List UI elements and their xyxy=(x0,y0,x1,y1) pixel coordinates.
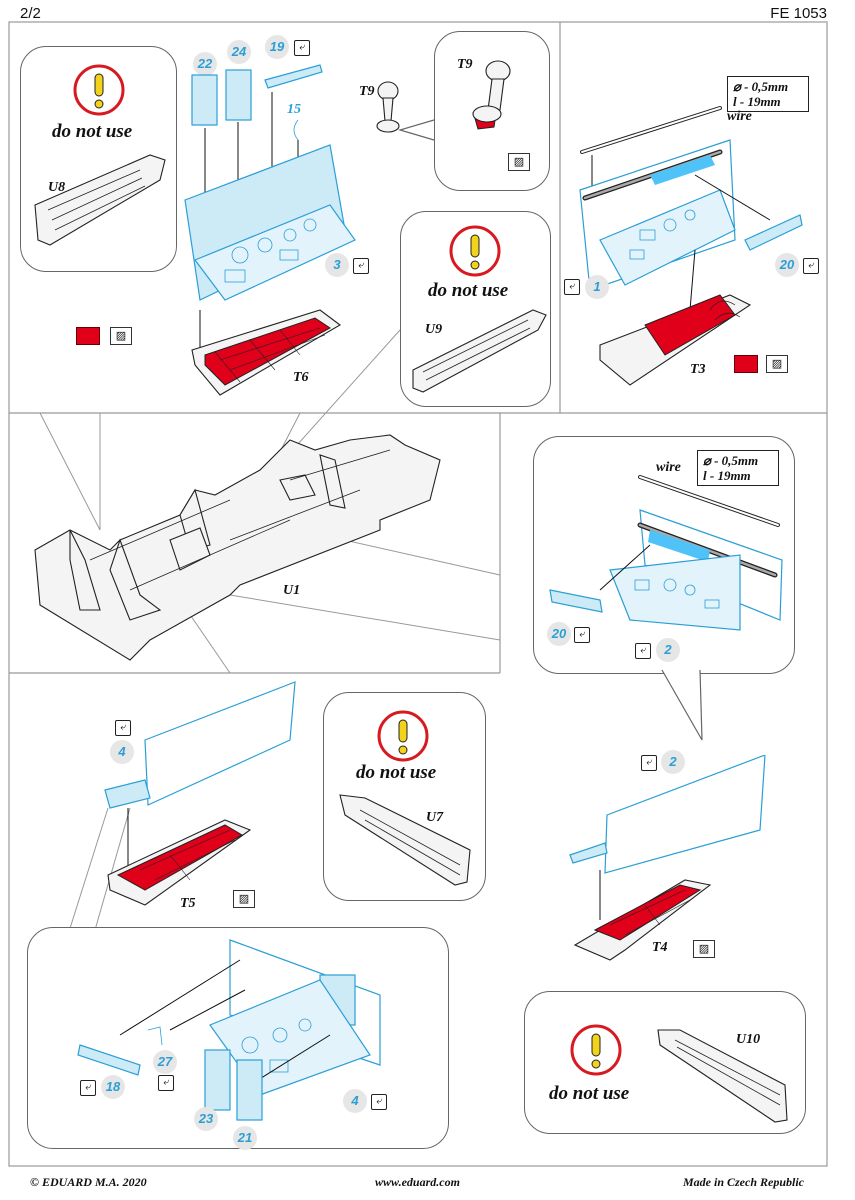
paint-icon: ▨ xyxy=(508,153,530,171)
part-label-t4: T4 xyxy=(652,940,668,955)
part-label-u7: U7 xyxy=(426,810,444,825)
bend-icon: ⤶ xyxy=(564,279,580,295)
panel-t4-drawing xyxy=(569,755,766,961)
part-label-t6: T6 xyxy=(293,370,309,385)
step-18: 18 xyxy=(101,1075,125,1099)
bend-icon: ⤶ xyxy=(353,258,369,274)
step-21: 21 xyxy=(233,1126,257,1150)
product-code: FE 1053 xyxy=(770,5,827,22)
step-20: 20 xyxy=(775,253,799,277)
footer-website[interactable]: www.eduard.com xyxy=(375,1175,460,1189)
bubble-tail xyxy=(661,668,703,741)
step-22: 22 xyxy=(193,52,217,76)
wire-diameter: ⌀ - 0,5mm xyxy=(733,79,789,94)
step-1: 1 xyxy=(585,275,609,299)
part-label-u1: U1 xyxy=(283,583,301,598)
page-number: 2/2 xyxy=(20,5,41,22)
wire-label: wire xyxy=(656,460,681,475)
wire-spec-box: ⌀ - 0,5mm l - 19mm xyxy=(697,450,779,486)
step-24: 24 xyxy=(227,40,251,64)
wire-spec-box: ⌀ - 0,5mm l - 19mm xyxy=(727,76,809,112)
panel-4-pe-drawing xyxy=(77,939,381,1121)
part-label-u8: U8 xyxy=(48,180,66,195)
part-u9-drawing xyxy=(412,309,547,393)
part-t9-detail-drawing xyxy=(472,60,511,130)
bend-icon: ⤶ xyxy=(158,1075,174,1091)
red-color-swatch xyxy=(76,327,100,345)
bend-icon: ⤶ xyxy=(371,1094,387,1110)
bend-icon: ⤶ xyxy=(641,755,657,771)
step-19: 19 xyxy=(265,35,289,59)
step-15-label: 15 xyxy=(287,102,301,117)
part-label-t9: T9 xyxy=(359,84,375,99)
step-20: 20 xyxy=(547,622,571,646)
warning-icon xyxy=(449,225,501,277)
step-3: 3 xyxy=(325,253,349,277)
warning-icon xyxy=(570,1024,622,1076)
warning-icon xyxy=(377,710,429,762)
bend-icon: ⤶ xyxy=(635,643,651,659)
part-u8-drawing xyxy=(34,154,166,246)
footer-copyright: © EDUARD M.A. 2020 xyxy=(30,1175,147,1189)
red-color-swatch xyxy=(734,355,758,373)
wire-length: l - 19mm xyxy=(733,94,781,109)
panel-t4-pe-drawing xyxy=(549,475,783,631)
do-not-use-label: do not use xyxy=(549,1083,630,1104)
part-u7-drawing xyxy=(339,794,471,886)
panel-t5-drawing xyxy=(104,681,296,906)
footer-origin: Made in Czech Republic xyxy=(683,1175,805,1189)
part-label-t3: T3 xyxy=(690,362,706,377)
do-not-use-label: do not use xyxy=(356,762,437,783)
bend-icon: ⤶ xyxy=(294,40,310,56)
part-label-t5: T5 xyxy=(180,896,196,911)
bend-icon: ⤶ xyxy=(574,627,590,643)
step-2: 2 xyxy=(661,750,685,774)
paint-icon: ▨ xyxy=(110,327,132,345)
bend-icon: ⤶ xyxy=(803,258,819,274)
paint-icon: ▨ xyxy=(693,940,715,958)
part-u10-drawing xyxy=(657,1029,788,1123)
step-27: 27 xyxy=(153,1050,177,1074)
do-not-use-label: do not use xyxy=(52,121,133,142)
part-u1-drawing xyxy=(34,434,441,661)
bend-icon: ⤶ xyxy=(115,720,131,736)
part-label-t9-detail: T9 xyxy=(457,57,473,72)
part-label-u10: U10 xyxy=(736,1032,761,1047)
step-2: 2 xyxy=(656,638,680,662)
step-4: 4 xyxy=(343,1089,367,1113)
paint-icon: ▨ xyxy=(233,890,255,908)
step-4: 4 xyxy=(110,740,134,764)
part-t9-drawing xyxy=(376,81,400,133)
step-23: 23 xyxy=(194,1107,218,1131)
bend-icon: ⤶ xyxy=(80,1080,96,1096)
warning-icon xyxy=(73,64,125,116)
part-label-u9: U9 xyxy=(425,322,443,337)
panel-t3-drawing xyxy=(579,106,803,386)
instrument-panel-pe-drawing xyxy=(184,64,356,396)
wire-label: wire xyxy=(727,109,752,124)
paint-icon: ▨ xyxy=(766,355,788,373)
wire-diameter: ⌀ - 0,5mm xyxy=(703,453,759,468)
wire-length: l - 19mm xyxy=(703,468,751,483)
do-not-use-label: do not use xyxy=(428,280,509,301)
t9-callout xyxy=(397,119,435,141)
